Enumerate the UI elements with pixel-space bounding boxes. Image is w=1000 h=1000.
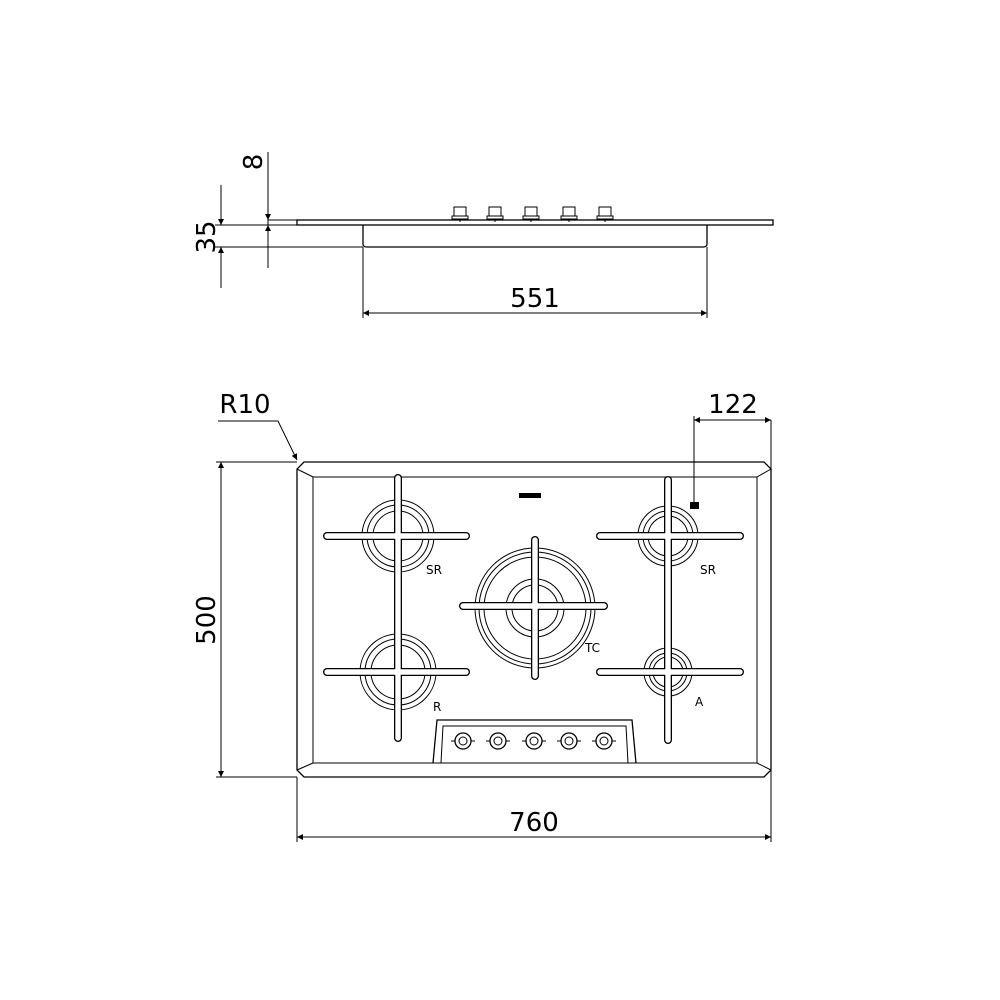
frame-bevel <box>756 762 772 771</box>
side-knob <box>596 206 614 222</box>
ignition-marker <box>690 502 699 509</box>
side-glass-plate <box>296 219 774 226</box>
frame-bevel <box>756 468 772 478</box>
burner-label-sr-right: SR <box>700 563 716 577</box>
control-knobs <box>451 732 616 750</box>
brand-logo <box>519 493 541 498</box>
frame-bevel <box>296 468 314 478</box>
control-knob <box>522 732 546 750</box>
control-knob <box>557 732 581 750</box>
side-view: 35 8 551 <box>192 152 774 318</box>
dim-122-label: 122 <box>708 390 758 420</box>
burner-label-tc: TC <box>584 641 600 655</box>
side-knob <box>486 206 504 222</box>
side-knob <box>451 206 469 222</box>
dim-551-label: 551 <box>510 284 560 314</box>
dim-500-label: 500 <box>192 595 222 645</box>
control-knob <box>486 732 510 750</box>
side-tray <box>362 225 708 248</box>
pan-supports <box>323 474 744 744</box>
hob-outer-frame <box>296 461 772 778</box>
side-knob <box>522 206 540 222</box>
dim-8-label: 8 <box>239 154 269 171</box>
burner-label-r: R <box>433 700 441 714</box>
top-view: SR R TC SR A 500 760 122 R10 <box>192 390 772 842</box>
dim-760-label: 760 <box>509 808 559 838</box>
frame-bevel <box>296 762 314 771</box>
control-knob <box>451 732 475 750</box>
burner-label-sr-left: SR <box>426 563 442 577</box>
control-panel-inner <box>440 725 629 764</box>
side-knob <box>560 206 578 222</box>
dim-35-label: 35 <box>192 220 222 253</box>
dim-r10-leader <box>218 420 298 461</box>
side-knobs <box>451 206 614 222</box>
control-panel <box>432 719 637 764</box>
dim-r10-label: R10 <box>219 390 270 420</box>
side-glass-edge <box>267 219 298 226</box>
burner-label-a: A <box>695 695 704 709</box>
control-knob <box>592 732 616 750</box>
